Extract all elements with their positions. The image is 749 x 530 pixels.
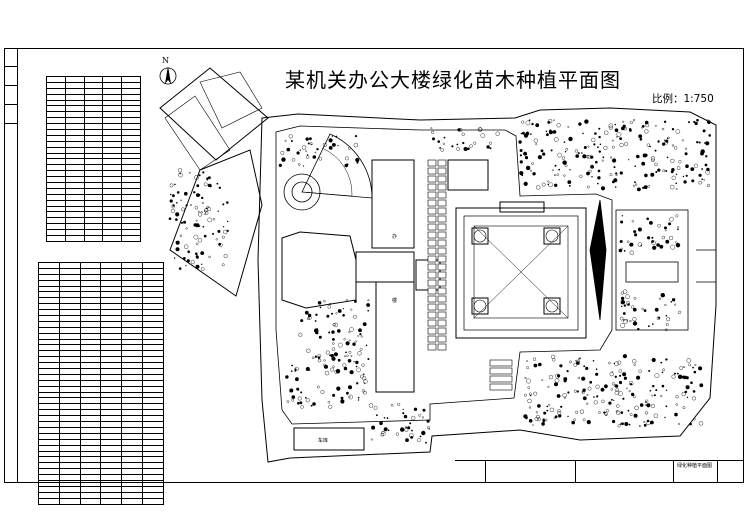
north-label: N [162,56,169,65]
office-buildings [281,159,441,393]
title-block [455,460,743,482]
site-boundary [257,107,717,463]
tree-symbols [168,118,711,444]
building-label-bottom: 楼 [392,297,397,304]
drawing-border [4,48,744,483]
garage-area [293,159,489,451]
east-plaza [589,199,716,331]
sports-courts [159,67,269,297]
parking-stalls [427,159,513,391]
title-block-drawing-name: 绿化种植平面图 [677,463,713,469]
building-label-top: 办 [392,233,397,240]
scale-label: 比例：1:750 [652,93,714,105]
drawing-title: 某机关办公大楼绿化苗木种植平面图 [285,68,621,92]
garage-label: 车库 [318,437,328,444]
plant-list-table-upper [46,76,141,242]
main-complex [455,201,587,339]
binding-margin-strip [4,48,18,483]
plant-list-table-lower [38,262,164,505]
fan-plaza [283,133,373,211]
north-arrow-icon: N [158,56,178,88]
